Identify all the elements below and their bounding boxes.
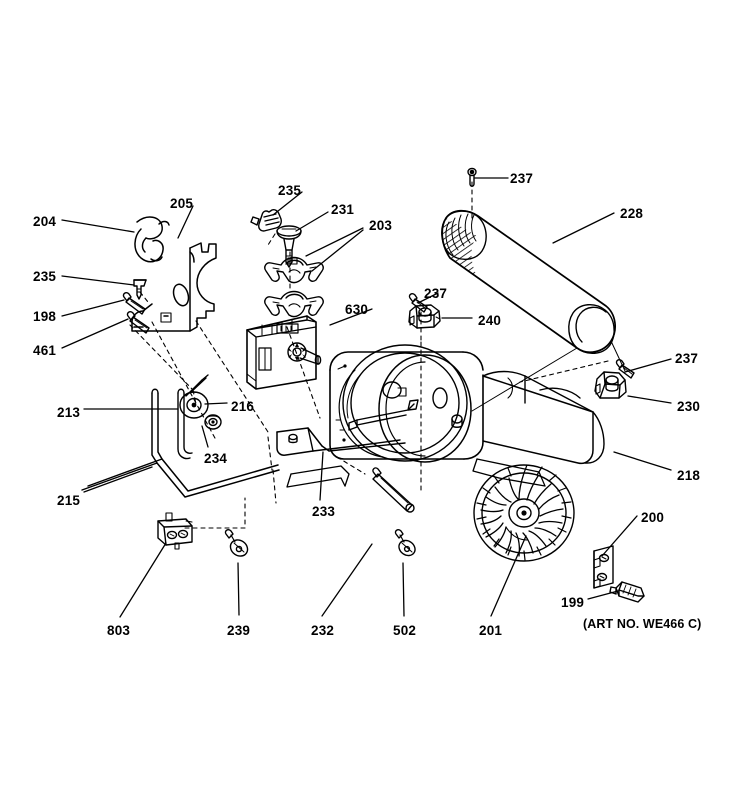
part-235-fastener-left: [133, 279, 147, 300]
part-230-roller: [594, 371, 627, 399]
callout-215: 215: [57, 493, 81, 508]
callout-234: 234: [204, 451, 228, 466]
callout-218: 218: [677, 468, 701, 483]
callout-630: 630: [345, 302, 369, 317]
callout-198: 198: [33, 309, 57, 324]
callout-199: 199: [561, 595, 585, 610]
callout-216: 216: [231, 399, 255, 414]
callout-237-top: 237: [510, 171, 534, 186]
part-461-screw: [126, 311, 150, 334]
part-216-pulley: [179, 374, 209, 419]
part-502-screw: [394, 529, 416, 557]
part-201-blower-wheel: [473, 464, 575, 562]
callout-235-top: 235: [278, 183, 302, 198]
callout-803: 803: [107, 623, 131, 638]
callout-235-left: 235: [33, 269, 57, 284]
part-239-screw: [224, 529, 249, 557]
callout-239: 239: [227, 623, 251, 638]
callout-231: 231: [331, 202, 355, 217]
part-204-clip: [134, 216, 170, 263]
part-237-screw-right: [615, 359, 635, 379]
callout-237-mid: 237: [424, 286, 448, 301]
part-218-bulkhead: [329, 344, 605, 465]
callout-502: 502: [393, 623, 417, 638]
misc-pan-strap: [286, 458, 546, 488]
callout-200: 200: [641, 510, 665, 525]
callout-213: 213: [57, 405, 81, 420]
callout-228: 228: [620, 206, 644, 221]
part-235-fastener-top: [250, 209, 282, 232]
part-803-terminal-block: [157, 512, 193, 550]
callout-204: 204: [33, 214, 57, 229]
part-213-215-heater: [81, 388, 280, 498]
callout-240: 240: [478, 313, 502, 328]
part-234-bushing: [204, 414, 222, 430]
leader-lines: [61, 177, 672, 618]
part-233-base-pan: [276, 427, 406, 456]
part-198-screw: [122, 292, 146, 315]
part-630-timer: [246, 315, 322, 390]
callout-232: 232: [311, 623, 335, 638]
callout-233: 233: [312, 504, 336, 519]
part-203-clamps: [264, 256, 324, 318]
part-199-bolt: [609, 581, 645, 603]
callout-201: 201: [479, 623, 503, 638]
part-240-roller-bracket: [408, 304, 441, 329]
part-205-bracket: [131, 242, 217, 332]
part-237-screw-top: [467, 167, 477, 187]
callout-203: 203: [369, 218, 393, 233]
art-number-note: (ART NO. WE466 C): [583, 617, 702, 631]
callout-461: 461: [33, 343, 57, 358]
callout-237-right: 237: [675, 351, 699, 366]
callout-230: 230: [677, 399, 701, 414]
part-232-rod: [372, 467, 415, 513]
callout-205: 205: [170, 196, 194, 211]
part-200-motor-bracket: [593, 545, 614, 589]
